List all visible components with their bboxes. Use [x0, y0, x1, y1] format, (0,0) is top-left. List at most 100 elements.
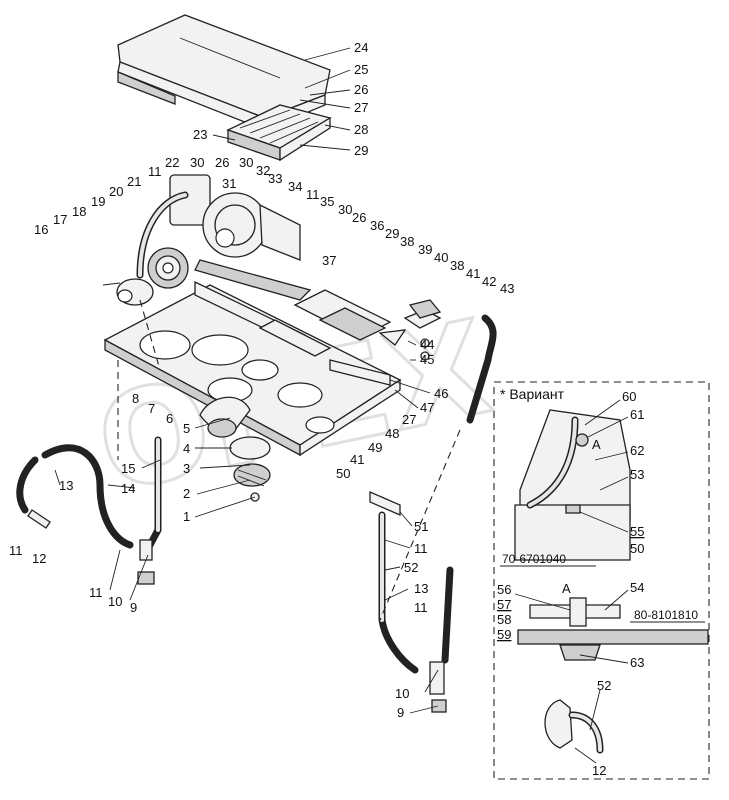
callout-63: 63 [630, 655, 644, 670]
callout-60: 60 [622, 389, 636, 404]
callout-52: 52 [597, 678, 611, 693]
callout-50: 50 [336, 466, 350, 481]
callout-44: 44 [420, 337, 434, 352]
callout-12: 12 [32, 551, 46, 566]
callout-15: 15 [121, 461, 135, 476]
callout-43: 43 [500, 281, 514, 296]
right-hose-assembly [369, 299, 497, 713]
variant-hose-end [544, 699, 604, 754]
callout-32: 32 [256, 163, 270, 178]
left-hose-assembly [16, 436, 162, 585]
callout-19: 19 [91, 194, 105, 209]
fan-motor [116, 278, 154, 306]
callout-4: 4 [183, 441, 190, 456]
callout-53: 53 [630, 467, 644, 482]
variant-view-label: А [562, 581, 571, 596]
callout-6: 6 [166, 411, 173, 426]
callout-29: 29 [385, 226, 399, 241]
callout-30: 30 [239, 155, 253, 170]
callout-39: 39 [418, 242, 432, 257]
callout-25: 25 [354, 62, 368, 77]
callout-26: 26 [215, 155, 229, 170]
callout-33: 33 [268, 171, 282, 186]
callout-45: 45 [420, 352, 434, 367]
callout-31: 31 [222, 176, 236, 191]
callout-49: 49 [368, 440, 382, 455]
callout-50: 50 [630, 541, 644, 556]
callout-27: 27 [402, 412, 416, 427]
callout-23: 23 [193, 127, 207, 142]
variant-tank: А [514, 409, 631, 561]
callout-leaders [54, 47, 629, 764]
callout-17: 17 [53, 212, 67, 227]
callout-10: 10 [395, 686, 409, 701]
callout-8: 8 [132, 391, 139, 406]
callout-52: 52 [404, 560, 418, 575]
callout-38: 38 [400, 234, 414, 249]
callout-36: 36 [370, 218, 384, 233]
callout-26: 26 [352, 210, 366, 225]
callout-21: 21 [127, 174, 141, 189]
callout-11: 11 [306, 187, 320, 202]
callout-22: 22 [165, 155, 179, 170]
callout-56: 56 [497, 582, 511, 597]
variant-code-mid: 80-8101810 [634, 608, 698, 622]
fan-wheel [147, 247, 189, 289]
callout-labels: 24 25 26 27 28 29 23 22 30 26 30 11 31 3… [9, 40, 644, 778]
callout-2: 2 [183, 486, 190, 501]
callout-5: 5 [183, 421, 190, 436]
callout-34: 34 [288, 179, 302, 194]
heater-grille [226, 104, 332, 162]
callout-62: 62 [630, 443, 644, 458]
heater-fan-assembly [169, 174, 312, 301]
callout-55: 55 [630, 524, 644, 539]
callout-1: 1 [183, 509, 190, 524]
callout-10: 10 [108, 594, 122, 609]
callout-9: 9 [397, 705, 404, 720]
callout-27: 27 [354, 100, 368, 115]
callout-26: 26 [354, 82, 368, 97]
callout-11: 11 [148, 164, 162, 179]
callout-59: 59 [497, 627, 511, 642]
callout-61: 61 [630, 407, 644, 422]
callout-41: 41 [466, 266, 480, 281]
variant-section-view [517, 597, 709, 661]
callout-13: 13 [414, 581, 428, 596]
callout-11: 11 [89, 585, 103, 600]
callout-29: 29 [354, 143, 368, 158]
callout-11: 11 [9, 543, 23, 558]
callout-46: 46 [434, 386, 448, 401]
heater-cover [117, 14, 331, 131]
air-duct-strips [258, 289, 442, 357]
callout-48: 48 [385, 426, 399, 441]
callout-20: 20 [109, 184, 123, 199]
callout-18: 18 [72, 204, 86, 219]
variant-code-top: 70-6701040 [502, 552, 566, 566]
heater-base-plate [103, 280, 402, 457]
callout-7: 7 [148, 401, 155, 416]
callout-16: 16 [34, 222, 48, 237]
callout-3: 3 [183, 461, 190, 476]
callout-38: 38 [450, 258, 464, 273]
svg-text:А: А [592, 437, 601, 452]
callout-47: 47 [420, 400, 434, 415]
callout-58: 58 [497, 612, 511, 627]
variant-title: * Вариант [500, 386, 565, 402]
callout-30: 30 [190, 155, 204, 170]
callout-41: 41 [350, 452, 364, 467]
callout-30: 30 [338, 202, 352, 217]
callout-11: 11 [414, 541, 428, 556]
dashed-connections [117, 299, 461, 621]
callout-40: 40 [434, 250, 448, 265]
deflector-parts [199, 396, 271, 502]
callout-54: 54 [630, 580, 644, 595]
callout-14: 14 [121, 481, 135, 496]
variant-detail-box: * Вариант А 70-6701040 А 80-8101810 [493, 381, 710, 780]
callout-57: 57 [497, 597, 511, 612]
callout-13: 13 [59, 478, 73, 493]
callout-51: 51 [414, 519, 428, 534]
callout-42: 42 [482, 274, 496, 289]
callout-12: 12 [592, 763, 606, 778]
callout-24: 24 [354, 40, 368, 55]
